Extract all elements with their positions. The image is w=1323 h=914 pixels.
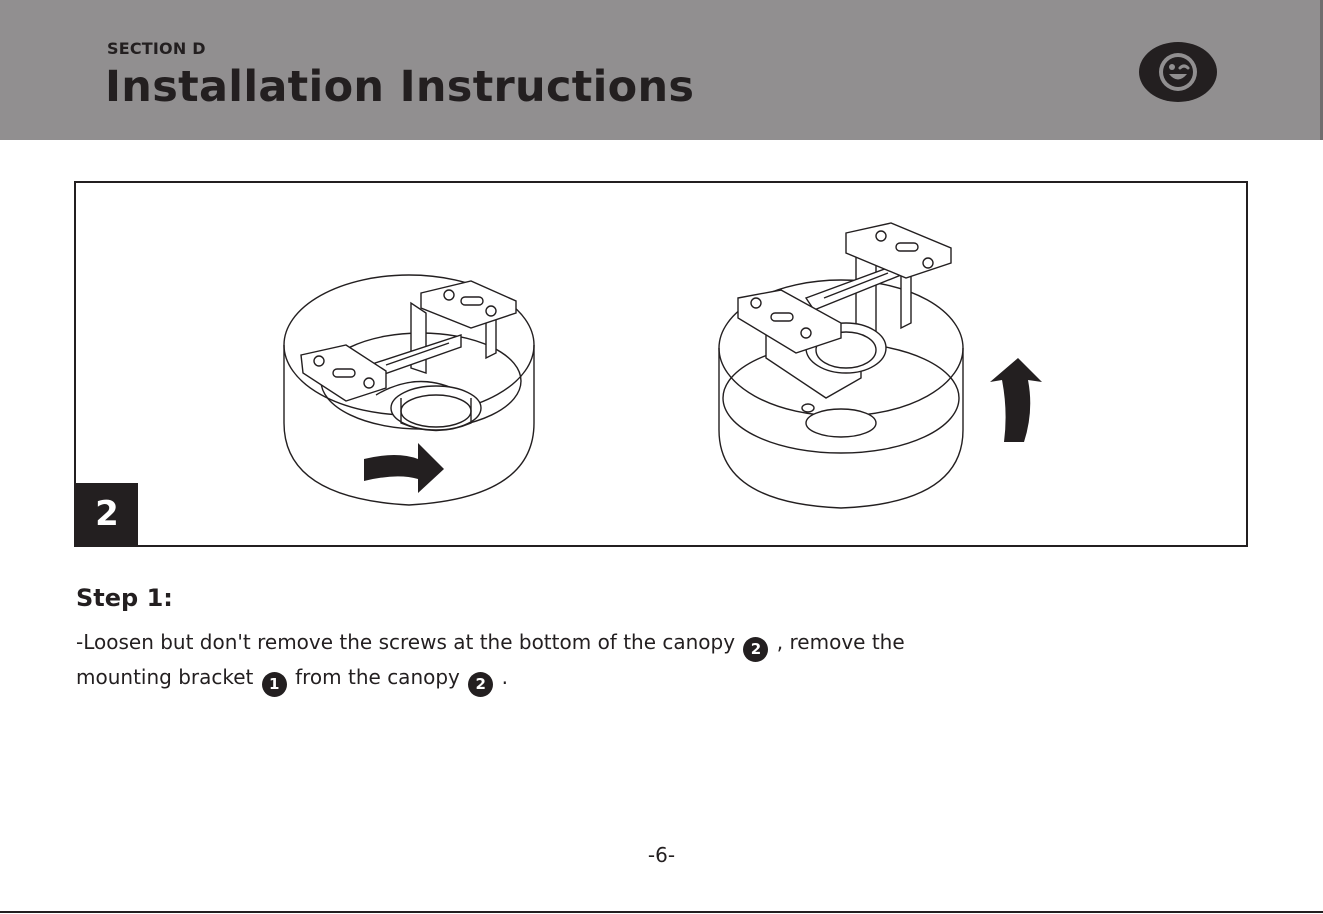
header-band: SECTION D Installation Instructions bbox=[0, 0, 1323, 140]
instruction-text: from the canopy bbox=[295, 665, 460, 689]
part-number-badge: 1 bbox=[262, 672, 287, 697]
instruction-text: , remove the bbox=[777, 630, 905, 654]
instruction-text: . bbox=[502, 665, 508, 689]
step-figure: 2 bbox=[74, 181, 1248, 547]
section-label: SECTION D bbox=[107, 39, 206, 58]
part-number-badge: 2 bbox=[743, 637, 768, 662]
step-heading: Step 1: bbox=[76, 584, 173, 612]
part-number-badge: 2 bbox=[468, 672, 493, 697]
bracket-lifted-illustration bbox=[716, 218, 976, 513]
rotate-right-arrow-icon bbox=[362, 441, 446, 495]
instruction-text: -Loosen but don't remove the screws at t… bbox=[76, 630, 735, 654]
instruction-text: mounting bracket bbox=[76, 665, 253, 689]
step-instruction: -Loosen but don't remove the screws at t… bbox=[76, 627, 1176, 697]
step-number-badge: 2 bbox=[76, 483, 138, 545]
page-number: -6- bbox=[0, 843, 1323, 867]
winking-face-icon bbox=[1138, 41, 1218, 103]
bottom-divider bbox=[0, 911, 1323, 913]
lift-up-arrow-icon bbox=[988, 356, 1044, 444]
page-title: Installation Instructions bbox=[105, 62, 694, 112]
